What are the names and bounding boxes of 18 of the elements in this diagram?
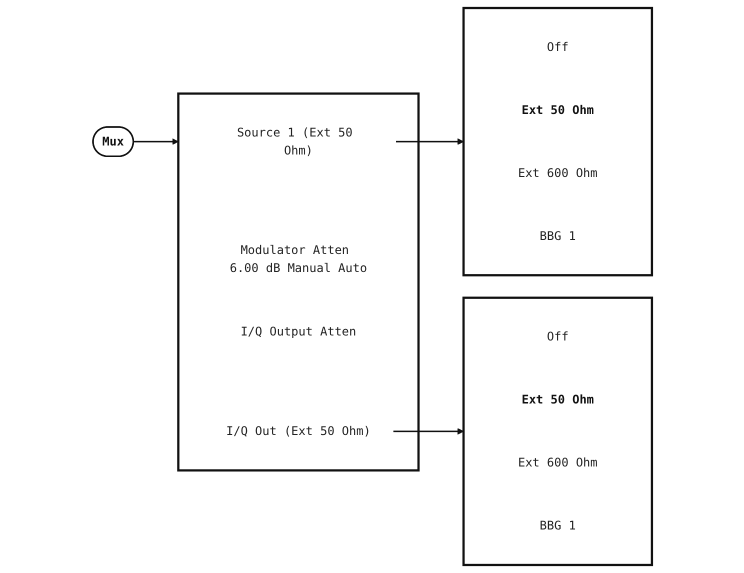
- cluster: [462, 296, 653, 566]
- node-text: Off: [546, 329, 568, 344]
- arrow: [392, 428, 464, 435]
- node-text: Ext 50 Ohm: [521, 392, 594, 407]
- node-text: Ext 600 Ohm: [517, 455, 598, 470]
- arrow: [396, 138, 464, 145]
- arrow: [132, 138, 178, 145]
- node-text: Ext 600 Ohm: [517, 166, 598, 180]
- node-text: BBG 1: [539, 518, 576, 533]
- node-text: I/Q Output Atten: [240, 324, 356, 338]
- node-text: Ext 50 Ohm: [521, 102, 594, 117]
- node-text: I/Q Out (Ext 50 Ohm): [226, 424, 370, 438]
- node-text: Source 1 (Ext 50 Ohm): [236, 125, 352, 158]
- cluster: [462, 6, 653, 276]
- cluster: [176, 92, 420, 472]
- node-text: BBG 1: [539, 228, 576, 243]
- node-text: Off: [546, 40, 568, 54]
- node-text: Modulator Atten 6.00 dB Manual Auto: [229, 242, 367, 276]
